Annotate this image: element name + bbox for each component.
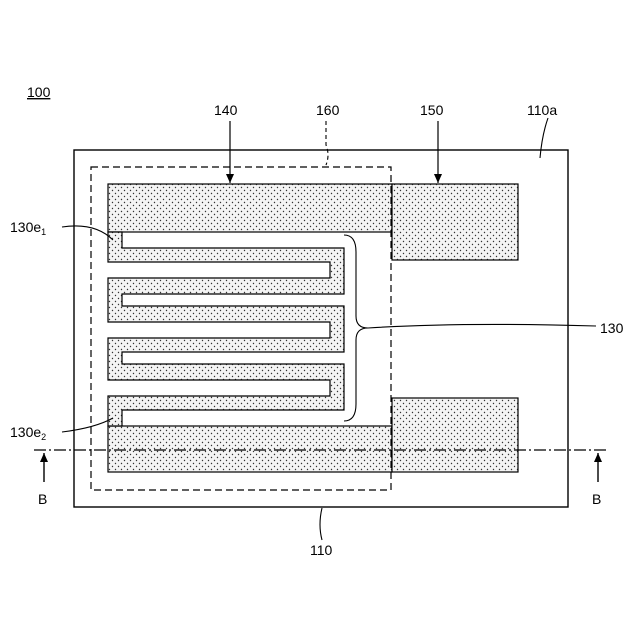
label-130e2: 130e2 [10, 424, 46, 442]
label-130: 130 [600, 320, 624, 336]
label-110: 110 [310, 542, 333, 558]
label-110a: 110a [527, 102, 557, 118]
electrode-140-top [108, 184, 392, 232]
electrode-150-bottom [392, 398, 518, 472]
label-section-left: B [38, 491, 47, 507]
label-section-right: B [592, 491, 601, 507]
label-140: 140 [214, 102, 238, 118]
leader-110 [320, 508, 322, 540]
label-130e1: 130e1 [10, 219, 46, 237]
electrode-140-bottom [108, 426, 392, 472]
label-100: 100 [27, 84, 51, 100]
electrode-150-top [392, 184, 518, 260]
label-160: 160 [316, 102, 340, 118]
label-150: 150 [420, 102, 444, 118]
